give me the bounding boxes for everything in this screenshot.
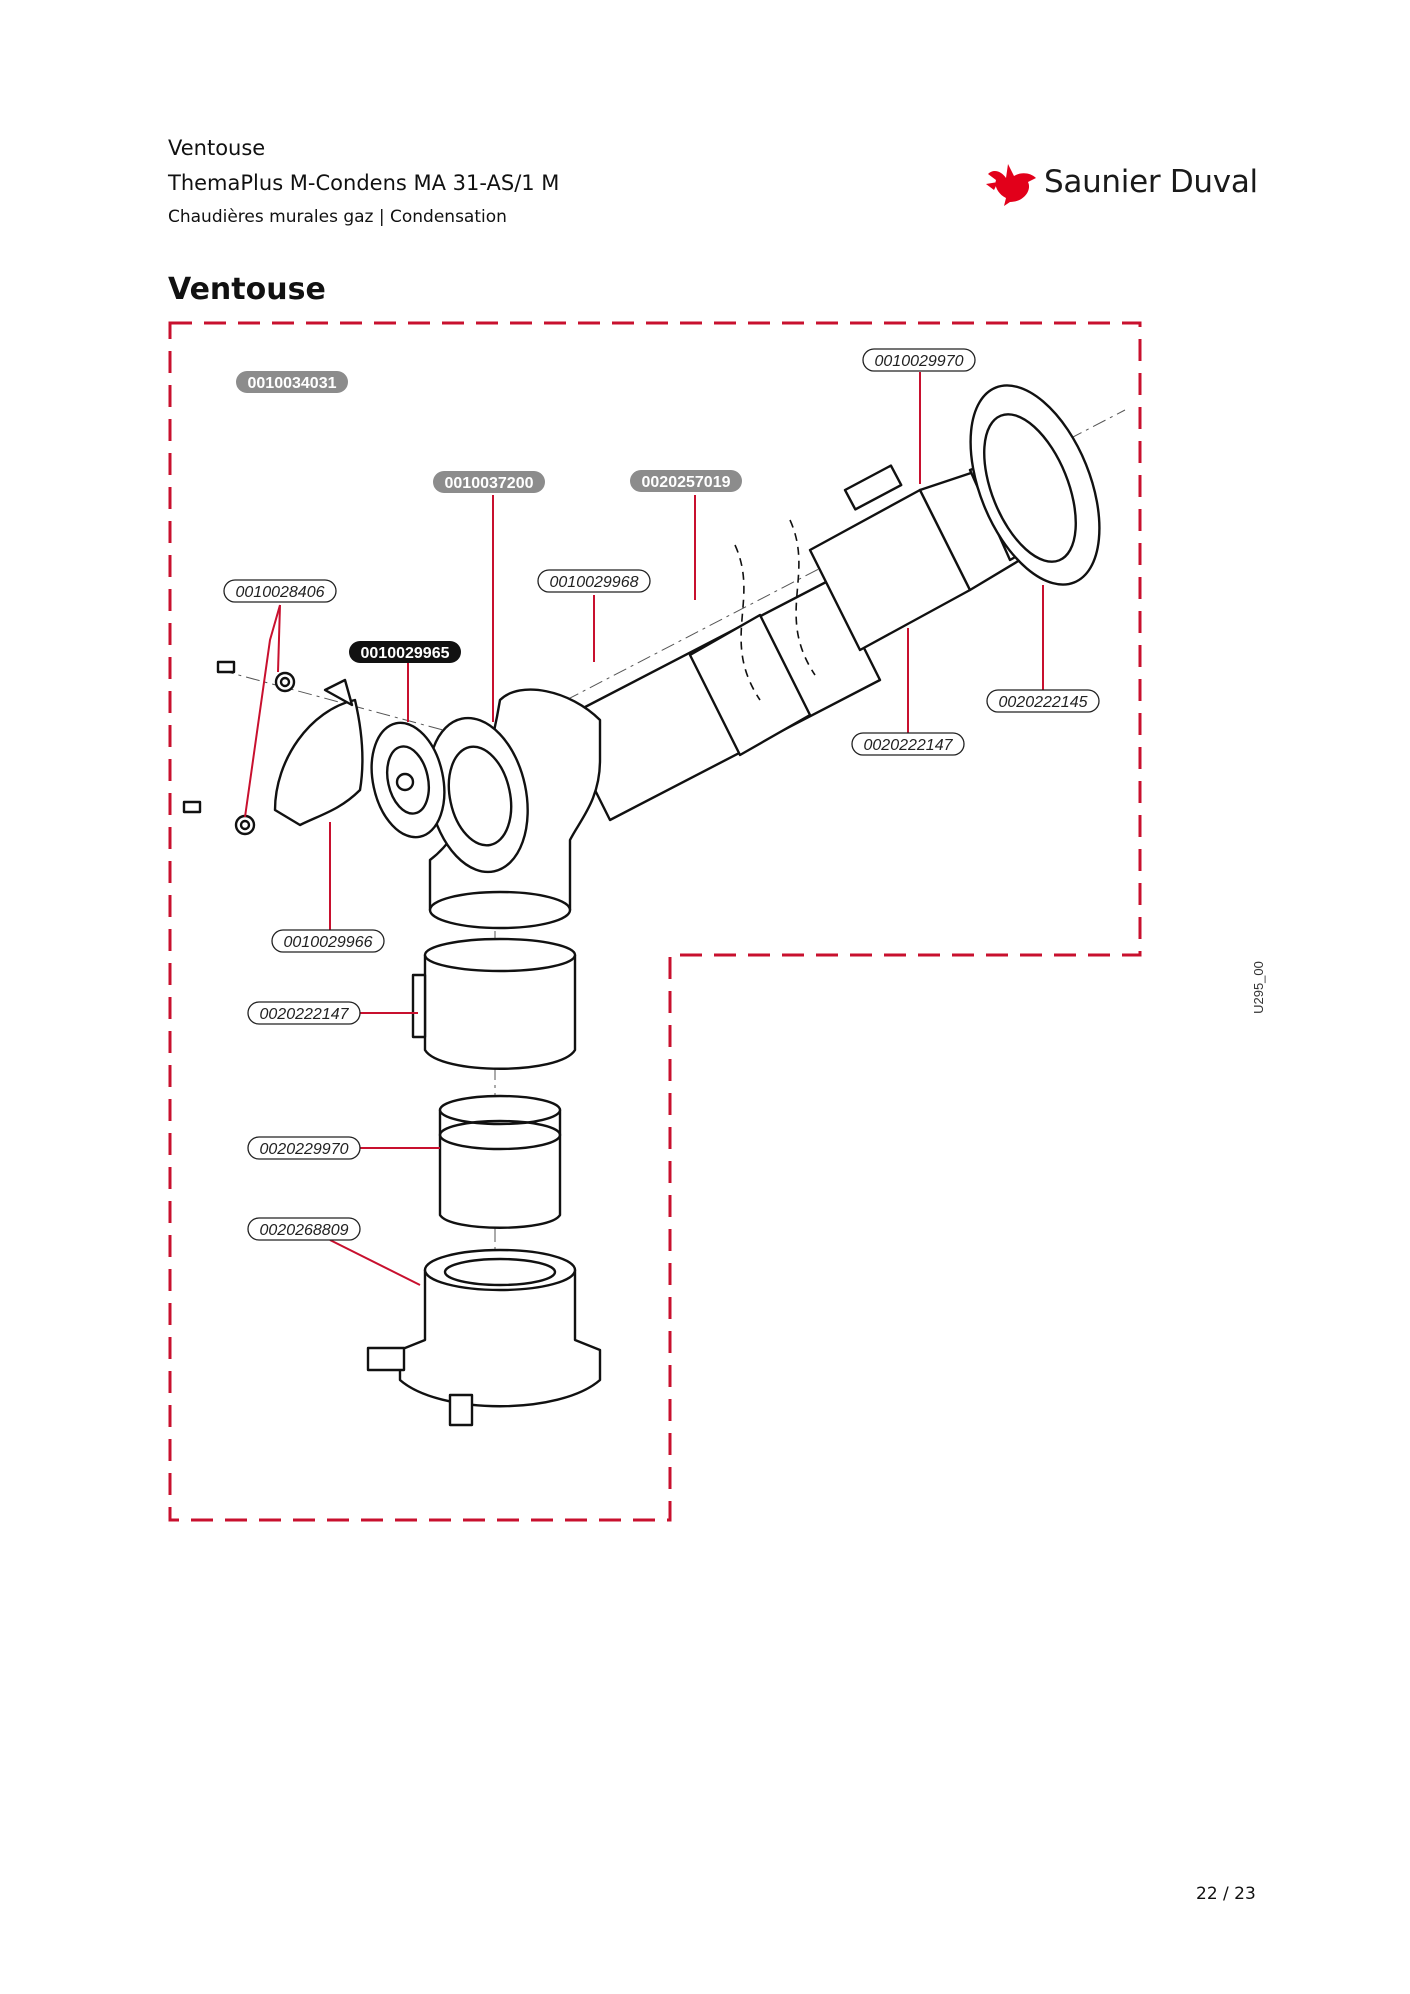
pipe-section [688,613,812,757]
flue-connector [398,1268,602,1408]
end-cap [273,698,364,827]
label-wall-rosette: 0020222145 [986,689,1100,713]
svg-text:0010034031: 0010034031 [248,375,337,392]
bird-logo-icon [986,164,1036,206]
svg-text:0010029968: 0010029968 [550,574,639,591]
section-title: Ventouse [168,272,326,307]
brand-name: Saunier Duval [1044,164,1258,200]
part-labels: 0010034031 0010037200 0020257019 0010029… [223,348,1100,1241]
svg-text:0020268809: 0020268809 [260,1222,349,1239]
label-plug-screws: 0010028406 [223,579,337,603]
label-end-cap: 0010029966 [271,929,385,953]
label-terminal: 0010029970 [862,348,976,372]
svg-text:0010037200: 0010037200 [445,475,534,492]
svg-text:0010028406: 0010028406 [236,584,325,601]
svg-text:0010029970: 0010029970 [875,353,964,370]
document-title: Ventouse [168,136,266,160]
product-category: Chaudières murales gaz | Condensation [168,207,507,227]
product-name: ThemaPlus M-Condens MA 31-AS/1 M [168,171,560,195]
label-kit: 0010034031 [236,371,348,393]
svg-text:0020222145: 0020222145 [999,694,1088,711]
svg-text:0020222147: 0020222147 [864,737,954,754]
svg-text:0010029966: 0010029966 [284,934,373,951]
brand-logo: Saunier Duval [984,158,1264,208]
svg-text:0020222147: 0020222147 [260,1006,350,1023]
svg-text:0020229970: 0020229970 [260,1141,349,1158]
label-adapter: 0020229970 [247,1136,361,1160]
label-cap-plate: 0010029965 [349,641,461,663]
adapter [438,1108,562,1229]
page-number: 22 / 23 [1196,1884,1256,1904]
svg-text:0010029965: 0010029965 [361,645,450,662]
diagram-frame [168,321,1142,1522]
label-elbow: 0010037200 [433,471,545,493]
label-extension: 0020257019 [630,470,742,492]
label-clamp-lower: 0020222147 [247,1001,361,1025]
label-inner-pipe: 0010029968 [537,569,651,593]
clamp-ring [423,953,577,1070]
leader-lines [244,372,1044,1286]
label-clamp-upper: 0020222147 [851,732,965,756]
drawing-code: U295_00 [1250,961,1266,1014]
svg-text:0020257019: 0020257019 [642,474,731,491]
drawing-parts [182,384,1101,1427]
label-flue-connector: 0020268809 [247,1217,361,1241]
